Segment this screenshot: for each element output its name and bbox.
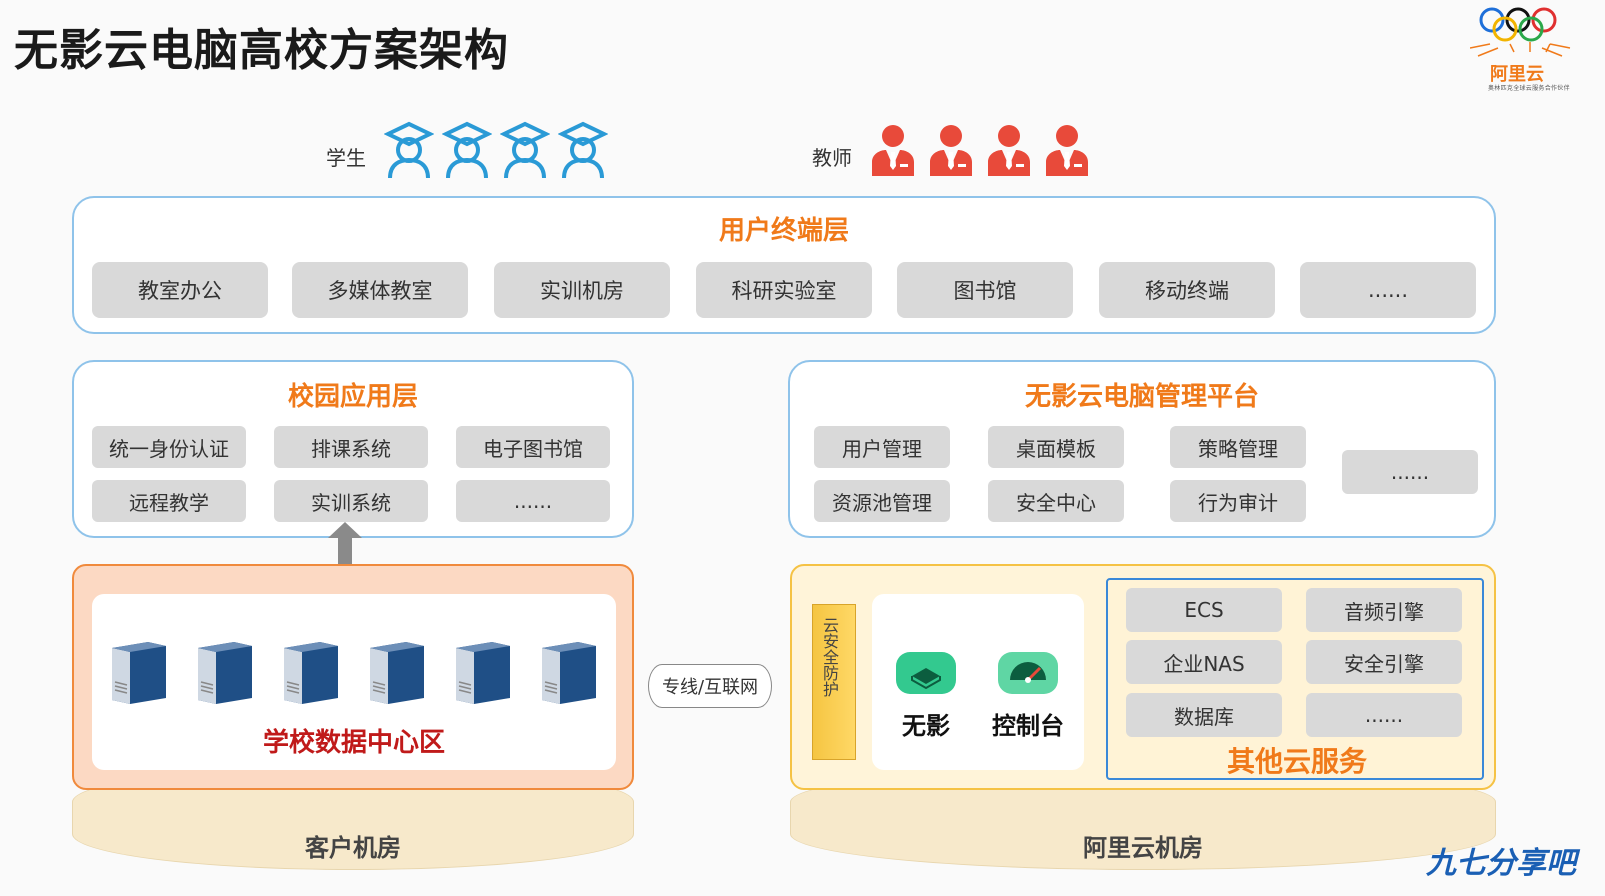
terminal-layer-title: 用户终端层 [718, 216, 849, 246]
service-item: 企业NAS [1126, 640, 1282, 684]
services-title: 其他云服务 [1226, 745, 1367, 778]
campus-item: ...... [456, 480, 610, 522]
campus-layer-title: 校园应用层 [287, 382, 418, 412]
platform-title: 无影云电脑管理平台 [1024, 382, 1259, 412]
student-icon [558, 121, 608, 179]
campus-item: 远程教学 [92, 480, 246, 522]
terminal-item: 实训机房 [494, 262, 670, 318]
console-label: 控制台 [992, 712, 1064, 740]
teacher-icons [868, 122, 1092, 182]
platform-item: 行为审计 [1170, 480, 1306, 522]
wuying-label: 无影 [902, 712, 950, 740]
platform-more-item: ...... [1342, 450, 1478, 494]
datacenter-label: 学校数据中心区 [262, 728, 445, 758]
wuying-icon [896, 652, 956, 694]
student-icons [384, 120, 608, 180]
server-icon [112, 642, 166, 704]
aliyun-logo-subtext: 奥林匹克全球云服务合作伙伴 [1488, 85, 1570, 92]
service-item: ...... [1306, 693, 1462, 737]
platform-item: 资源池管理 [814, 480, 950, 522]
shield-label: 云安全防护 [820, 617, 839, 697]
product-box: 无影 控制台 [872, 594, 1084, 770]
other-cloud-services: ECS 音频引擎 企业NAS 安全引擎 数据库 ...... 其他云服务 [1106, 578, 1484, 780]
terminal-item: 移动终端 [1099, 262, 1275, 318]
platform-item: 策略管理 [1170, 426, 1306, 468]
service-item: 数据库 [1126, 693, 1282, 737]
management-platform: 无影云电脑管理平台 用户管理 桌面模板 策略管理 资源池管理 安全中心 行为审计… [788, 360, 1496, 538]
terminal-item: 科研实验室 [696, 262, 872, 318]
aliyun-base-label: 阿里云机房 [1083, 834, 1203, 862]
service-item: ECS [1126, 588, 1282, 632]
olympic-rings-logo [1470, 7, 1571, 57]
campus-item: 排课系统 [274, 426, 428, 468]
terminal-item: 图书馆 [897, 262, 1073, 318]
server-row [108, 636, 598, 706]
terminal-item: 教室办公 [92, 262, 268, 318]
aliyun-cloud-region: 云安全防护 无影 控制台 ECS 音频引擎 企业NAS 安全引擎 数据库 ...… [790, 564, 1496, 790]
service-item: 音频引擎 [1306, 588, 1462, 632]
aliyun-logo-text: 阿里云 [1490, 64, 1544, 85]
cloud-security-shield: 云安全防护 [812, 604, 856, 760]
service-item: 安全引擎 [1306, 640, 1462, 684]
user-terminal-layer: 用户终端层 教室办公 多媒体教室 实训机房 科研实验室 图书馆 移动终端 ...… [72, 196, 1496, 334]
datacenter-inner: 学校数据中心区 [92, 594, 616, 770]
campus-item: 实训系统 [274, 480, 428, 522]
campus-application-layer: 校园应用层 统一身份认证 排课系统 电子图书馆 远程教学 实训系统 ...... [72, 360, 634, 538]
console-icon [998, 652, 1058, 694]
student-label: 学生 [326, 146, 366, 170]
server-icon [542, 642, 596, 704]
platform-item: 桌面模板 [988, 426, 1124, 468]
link-tube: 专线/互联网 [648, 664, 772, 708]
campus-item: 统一身份认证 [92, 426, 246, 468]
server-icon [284, 642, 338, 704]
teacher-label: 教师 [812, 146, 852, 170]
student-icon [500, 121, 550, 179]
page-title: 无影云电脑高校方案架构 [14, 25, 509, 76]
teacher-icon [872, 125, 914, 176]
watermark-text: 九七分享吧 [1426, 846, 1576, 881]
platform-item: 用户管理 [814, 426, 950, 468]
server-icon [370, 642, 424, 704]
student-icon [442, 121, 492, 179]
platform-item: 安全中心 [988, 480, 1124, 522]
student-icon [384, 121, 434, 179]
customer-base-label: 客户机房 [305, 834, 401, 862]
teacher-icon [930, 125, 972, 176]
campus-item: 电子图书馆 [456, 426, 610, 468]
teacher-icon [1046, 125, 1088, 176]
terminal-item: 多媒体教室 [292, 262, 468, 318]
terminal-item: ...... [1300, 262, 1476, 318]
teacher-icon [988, 125, 1030, 176]
server-icon [456, 642, 510, 704]
server-icon [198, 642, 252, 704]
school-datacenter: 学校数据中心区 [72, 564, 634, 790]
